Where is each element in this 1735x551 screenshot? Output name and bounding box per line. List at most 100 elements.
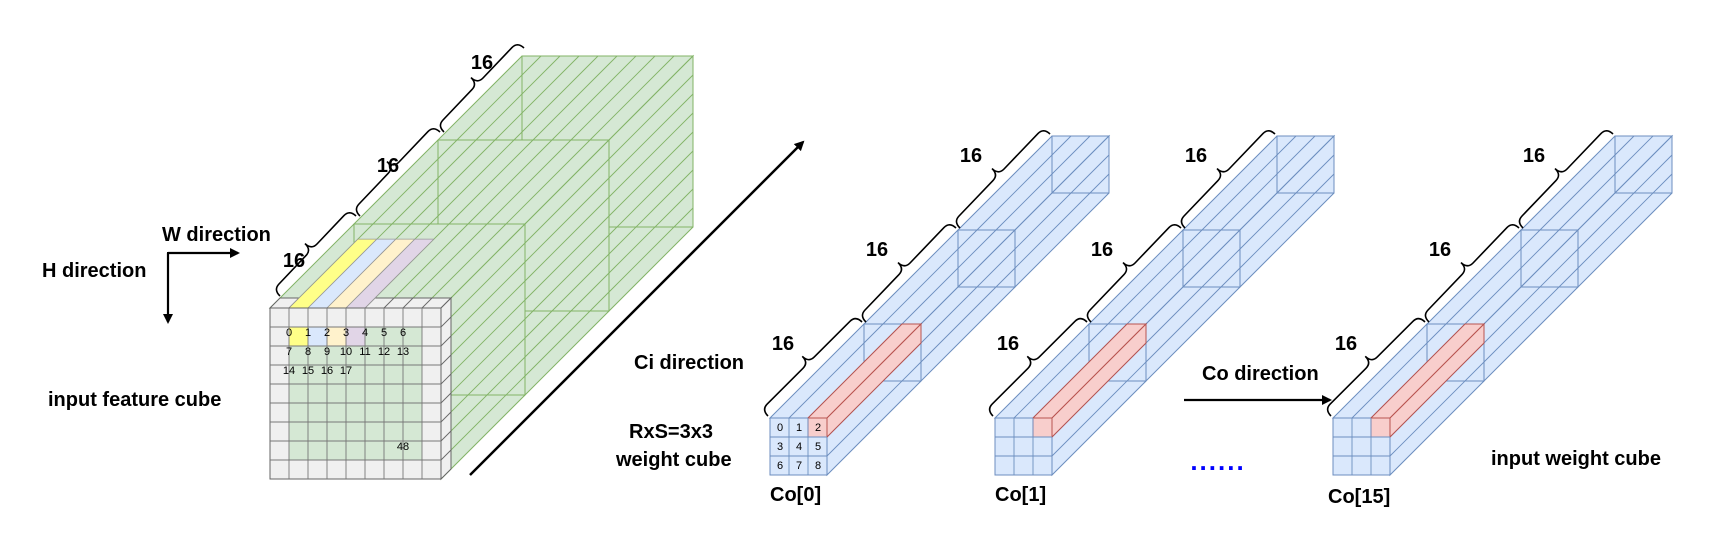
weight-side-line (1051, 361, 1147, 457)
co1-label: Co[1] (995, 484, 1046, 506)
fm-cell-15: 15 (302, 365, 314, 377)
feature-side-line (608, 207, 694, 293)
wc0-depth-label-mid: 16 (866, 239, 888, 261)
feature-side-line (608, 188, 694, 274)
weight-top-line (1445, 229, 1541, 325)
wc-cell-0: 0 (777, 422, 783, 434)
feature-top-line (513, 55, 599, 141)
ci-direction-label: Ci direction (634, 352, 744, 374)
input-feature-cube-label: input feature cube (48, 389, 221, 411)
weight-block-frame (957, 229, 1016, 288)
weight-top-line (1126, 229, 1222, 325)
weight-block-frame (863, 323, 922, 382)
feature-top-line (372, 139, 458, 225)
feature-side-line (608, 131, 694, 217)
feature-top-line (570, 55, 656, 141)
weight-cube-0-numbers: 0 1 2 3 4 5 6 7 8 (777, 422, 821, 472)
feature-side-line (608, 150, 694, 236)
feature-highlight-cell (289, 327, 308, 346)
fm-cell-48: 48 (397, 441, 409, 453)
feature-side-line (608, 112, 694, 198)
fm-cell-7: 7 (286, 346, 292, 358)
weight-cube-0 (763, 129, 1111, 477)
wc1-depth-label-front: 16 (997, 333, 1019, 355)
weight-brace-mid (1086, 223, 1182, 323)
weight-side-line (826, 361, 922, 457)
feature-top-line (383, 223, 469, 309)
feature-top-line (421, 223, 507, 309)
fm-cell-6: 6 (400, 327, 406, 339)
weight-side-line (1577, 154, 1673, 250)
weight-side-line (1145, 267, 1241, 363)
weight-top-line (882, 229, 978, 325)
fm-cell-14: 14 (283, 365, 295, 377)
feature-top-line (532, 55, 618, 141)
weight-block-frame (1276, 135, 1335, 194)
weight-side-line (1145, 248, 1241, 344)
weight-front-face (1332, 417, 1391, 476)
weight-side-line (1239, 154, 1335, 250)
weight-brace-back (1180, 129, 1276, 229)
feature-front-interior (289, 327, 422, 460)
fm-cell-0: 0 (286, 327, 292, 339)
feature-side-line (608, 169, 694, 255)
weight-top-line (1107, 229, 1203, 325)
feature-pad-side-line (440, 430, 452, 442)
weight-side-line (1239, 173, 1335, 269)
weight-top-line (1013, 323, 1109, 419)
fm-cell-11: 11 (359, 346, 370, 358)
wc-cell-7: 7 (796, 460, 802, 472)
feature-top-line (551, 55, 637, 141)
wc-cell-8: 8 (815, 460, 821, 472)
feature-top-line (475, 55, 561, 141)
feature-highlight-cell (327, 327, 346, 346)
feature-side-line (524, 215, 610, 301)
weight-cube-label-line2: weight cube (615, 449, 732, 471)
feature-side-line (524, 253, 610, 339)
feature-depth-label-front: 16 (283, 250, 305, 272)
weight-top-line (1351, 323, 1447, 419)
feature-side-line (608, 74, 694, 160)
wc1-depth-label-top: 16 (1185, 145, 1207, 167)
feature-side-line (440, 356, 526, 442)
weight-block-frame (1426, 323, 1485, 382)
weight-top-line (1220, 135, 1316, 231)
weight-top-line (1464, 229, 1560, 325)
h-direction-label: H direction (42, 260, 146, 282)
weight-top-line (976, 135, 1072, 231)
input-weight-cube-label: input weight cube (1491, 448, 1661, 470)
feature-side-line (440, 337, 526, 423)
feature-side-line (608, 93, 694, 179)
feature-highlight-cell (346, 327, 365, 346)
weight-side-line (920, 248, 1016, 344)
feature-side-line (524, 234, 610, 320)
weight-side-line (920, 267, 1016, 363)
feature-pad-side-line (440, 392, 452, 404)
feature-side-line (440, 261, 526, 347)
feature-pad-side-line (440, 373, 452, 385)
weight-side-line (1014, 173, 1110, 269)
feature-side-line (524, 177, 610, 263)
wc0-depth-label-front: 16 (772, 333, 794, 355)
wc-cell-6: 6 (777, 460, 783, 472)
fm-cell-8: 8 (305, 346, 311, 358)
fm-cell-1: 1 (305, 327, 311, 339)
fm-cell-9: 9 (324, 346, 330, 358)
wc-cell-5: 5 (815, 441, 821, 453)
feature-side-line (524, 158, 610, 244)
feature-pad-side-line (440, 354, 452, 366)
weight-top-line (788, 323, 884, 419)
weight-top-line (995, 135, 1091, 231)
feature-pad-side-line (440, 335, 452, 347)
input-feature-cube (268, 43, 695, 481)
feature-pad-side-line (440, 411, 452, 423)
feature-top-line (494, 55, 580, 141)
feature-top-line (429, 139, 515, 225)
ellipsis-text: ...... (1190, 446, 1245, 476)
feature-highlight-cell (308, 327, 327, 346)
weight-side-line (1577, 173, 1673, 269)
feature-top-line (448, 139, 534, 225)
ci-direction-arrow (469, 140, 805, 476)
weight-red-cell (1032, 417, 1053, 438)
